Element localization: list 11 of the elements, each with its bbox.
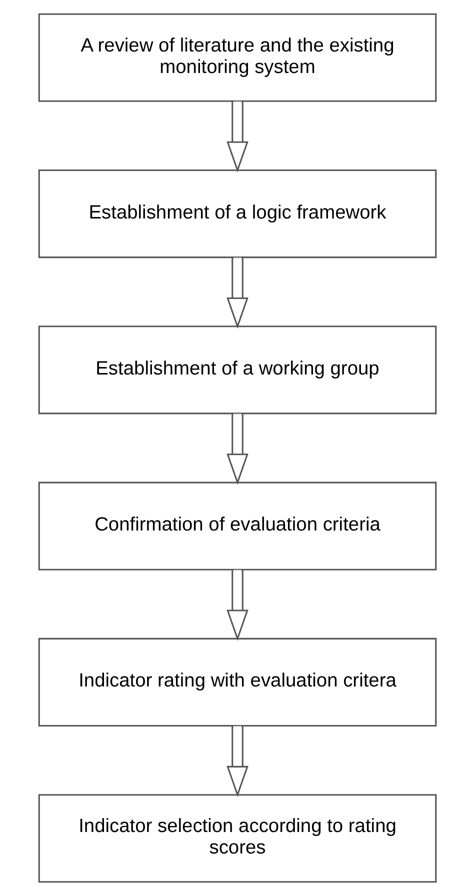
arrow	[226, 726, 248, 798]
node-box: Confirmation of evaluation criteria	[38, 482, 436, 570]
arrow	[226, 414, 248, 485]
arrow	[226, 257, 248, 329]
node-box: Indicator selection according to rating scores	[38, 794, 436, 883]
arrow	[226, 570, 248, 642]
node-box: Establishment of a logic framework	[38, 170, 436, 258]
node-box: Indicator rating with evaluation critera	[38, 638, 436, 726]
arrow	[226, 101, 248, 173]
node-box: Establishment of a working group	[38, 326, 436, 414]
node-box: A review of literature and the existing monitoring system	[38, 13, 436, 102]
